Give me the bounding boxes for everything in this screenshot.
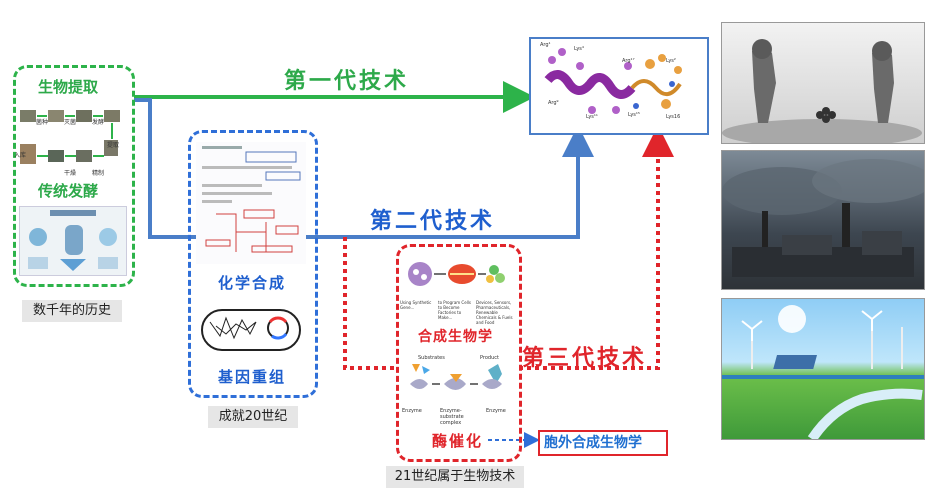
enzyme-text-enzyme: Enzyme: [402, 408, 422, 414]
third-gen-arrow-left: [343, 237, 396, 370]
synbio-text-1: Using Synthetic Gene...: [400, 300, 432, 310]
fermentation-diagram-image: [19, 206, 127, 276]
gene-recombination-image: [196, 300, 306, 360]
molecule-label-4: Lys¹¹: [586, 114, 598, 120]
molecule-label-2: Lys⁴: [574, 46, 584, 52]
second-gen-arrow: [134, 98, 594, 239]
peptide-molecule-image: [544, 48, 682, 114]
first-gen-label: 第一代技术: [284, 68, 410, 94]
chemical-stage-box: [188, 130, 318, 398]
traditional-caption: 数千年的历史: [22, 300, 122, 322]
synbio-text-3: Devices, Sensors, Pharmaceuticals, Renew…: [476, 300, 513, 325]
traditional-stage-box: [13, 65, 135, 287]
synbio-caption: 21世纪属于生物技术: [386, 466, 524, 488]
synbio-image: [402, 252, 512, 314]
molecule-label-7: Lys²: [666, 58, 676, 64]
process-word-6: 干燥: [64, 170, 77, 177]
industrial-factory-photo: [721, 150, 932, 290]
process-word-4: 提取: [107, 142, 120, 149]
molecule-label-8: Lys16: [666, 114, 681, 120]
molecule-label-1: Arg¹: [540, 42, 551, 48]
chemical-synthesis-image: [196, 142, 306, 264]
process-word-3: 发酵: [92, 119, 105, 126]
traditional-fermentation-label: 传统发酵: [38, 182, 99, 200]
molecule-label-6: Arg¹⁷: [622, 58, 635, 64]
enzyme-text-enzyme-2: Enzyme: [486, 408, 506, 414]
third-gen-label: 第三代技术: [522, 345, 648, 371]
molecule-label-3: Arg⁹: [548, 100, 559, 106]
enzyme-image: [402, 354, 512, 414]
process-word-5: 入库: [14, 152, 27, 159]
gene-recombination-label: 基因重组: [218, 368, 287, 386]
cellfree-synbio-label: 胞外合成生物学: [544, 435, 642, 451]
enzyme-catalysis-label: 酶催化: [432, 432, 484, 450]
prehistoric-wine-photo: [721, 22, 925, 147]
synbio-text-2: to Program Cells to Become Factories to …: [438, 300, 471, 320]
process-flow-image: [18, 100, 126, 178]
process-word-1: 菌种: [36, 119, 49, 126]
enzyme-text-product: Product: [480, 355, 499, 361]
process-word-7: 精制: [92, 170, 105, 177]
chemical-caption: 成就20世纪: [208, 406, 298, 428]
green-energy-photo: [721, 298, 925, 442]
third-gen-arrow-right: [519, 125, 674, 370]
enzyme-text-substrates: Substrates: [418, 355, 445, 361]
second-gen-label: 第二代技术: [370, 208, 496, 234]
process-word-2: 灭菌: [64, 119, 77, 126]
synbio-stage-box: [396, 244, 522, 462]
synthetic-biology-label: 合成生物学: [418, 329, 493, 345]
chemical-synthesis-label: 化学合成: [218, 274, 287, 292]
enzyme-text-complex: Enzyme-substrate complex: [440, 408, 464, 426]
bio-extraction-label: 生物提取: [38, 78, 99, 96]
cellfree-synbio-box: [538, 430, 668, 456]
molecule-label-5: Lys¹⁵: [628, 112, 640, 118]
